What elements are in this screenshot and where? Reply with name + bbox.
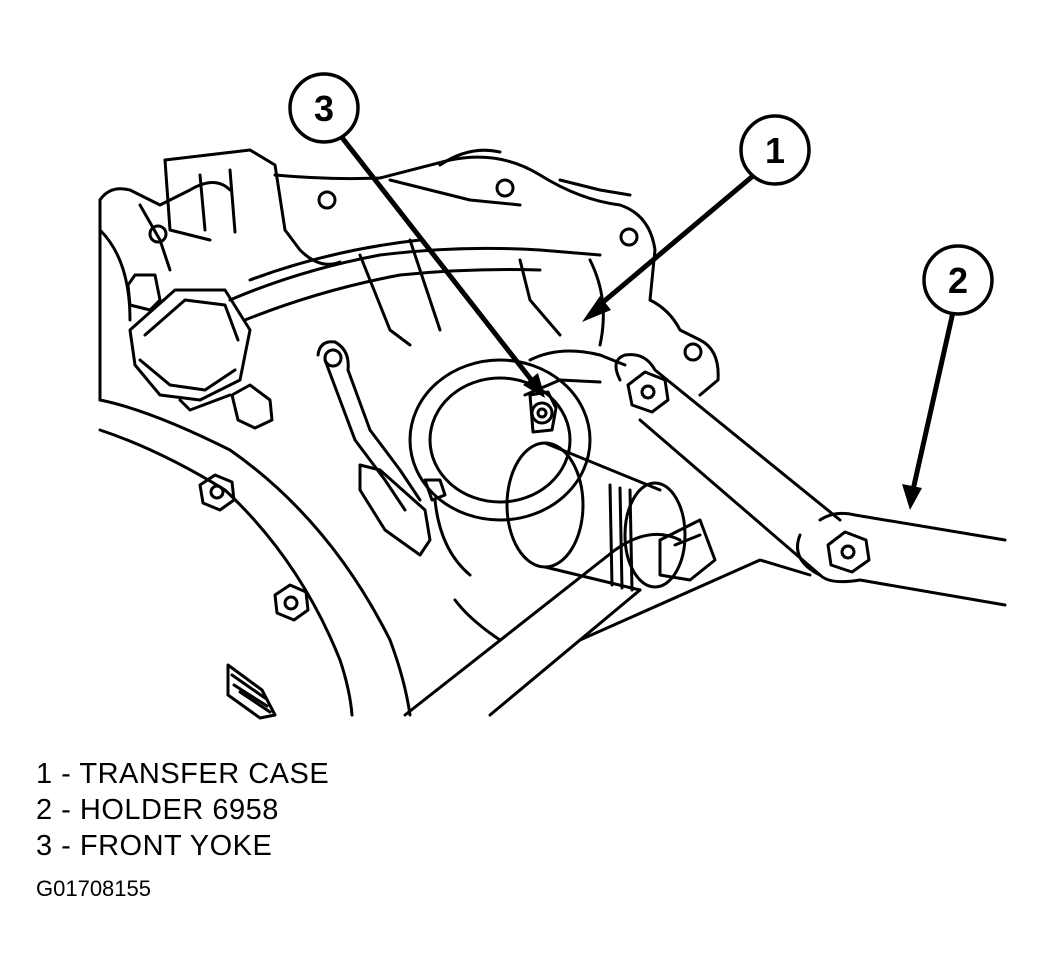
legend-item-holder: 2 - HOLDER 6958: [36, 794, 279, 826]
shift-linkage: [316, 340, 447, 557]
legend: 1 - TRANSFER CASE 2 - HOLDER 6958 3 - FR…: [36, 756, 329, 864]
transfer-case-body: [148, 148, 720, 397]
callout-3: 3: [288, 72, 360, 144]
callout-2: 2: [922, 244, 994, 316]
holder-tool: [403, 353, 1007, 717]
front-yoke-assembly: [408, 349, 687, 642]
leader-arrows: [337, 132, 956, 510]
callout-1: 1: [739, 114, 811, 186]
sensor-nut: [126, 273, 274, 430]
transmission-housing: [98, 148, 412, 717]
leader-arrow-3: [337, 132, 536, 385]
leader-arrow-1: [593, 167, 763, 311]
callout-2-number: 2: [948, 260, 968, 301]
housing-bolts: [198, 473, 310, 720]
legend-item-front-yoke: 3 - FRONT YOKE: [36, 830, 273, 862]
legend-item-transfer-case: 1 - TRANSFER CASE: [36, 758, 330, 790]
figure-id: G01708155: [36, 876, 151, 901]
callout-3-number: 3: [314, 88, 334, 129]
callout-1-number: 1: [765, 130, 785, 171]
leader-arrow-2: [910, 309, 956, 493]
